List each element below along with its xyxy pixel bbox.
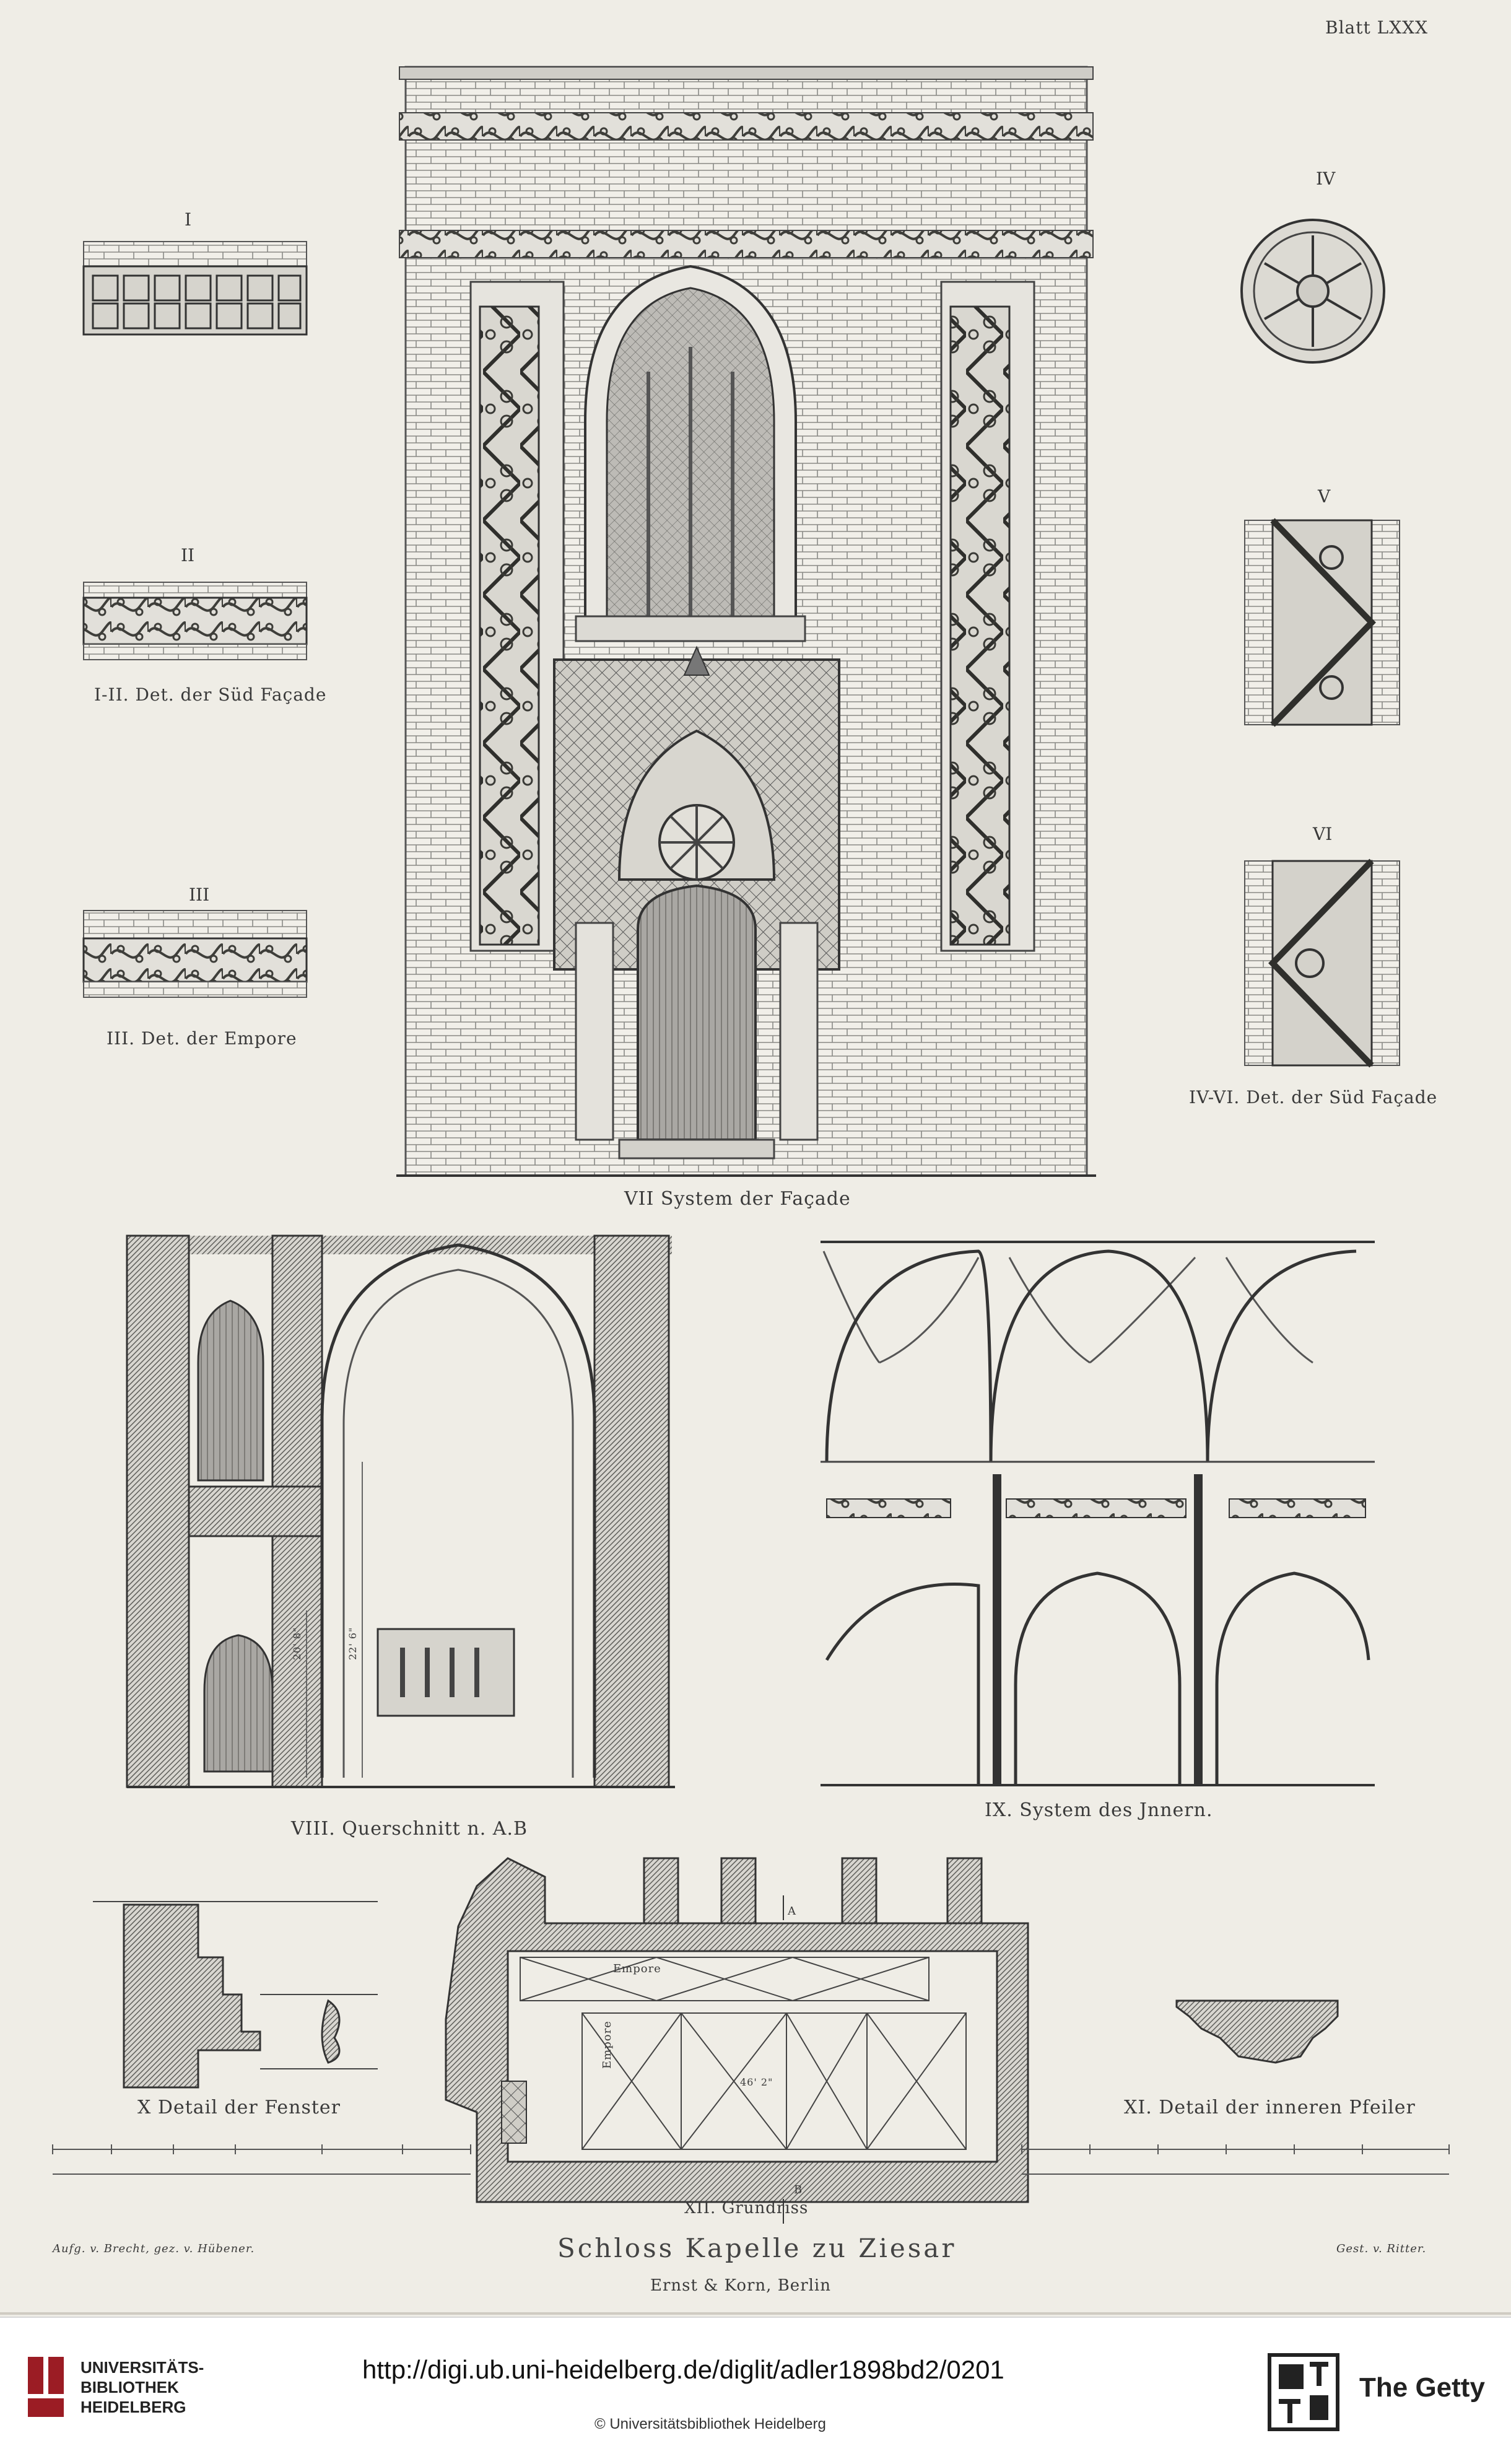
caption-window-detail: X Detail der Fenster <box>137 2097 341 2118</box>
library-logo-line-2: BIBLIOTHEK <box>81 2378 179 2396</box>
label-empore-side: Empore <box>601 2021 614 2069</box>
university-seal-icon <box>25 2354 68 2422</box>
detail-ornaments-left <box>82 241 308 998</box>
window-detail-drawing <box>93 1901 378 2089</box>
pier-detail-drawing <box>1175 1999 1339 2064</box>
label-roman-5: V <box>1318 486 1331 507</box>
caption-details-4-6: IV-VI. Det. der Süd Façade <box>1189 1087 1438 1107</box>
cross-section-drawing <box>126 1234 675 1788</box>
facade-elevation-drawing <box>396 66 1096 1177</box>
section-marker-b: B <box>794 2183 803 2196</box>
credit-surveyor: Aufg. v. Brecht, gez. v. Hübener. <box>53 2242 255 2255</box>
detail-ornaments-right <box>1240 219 1400 1068</box>
interior-system-drawing <box>821 1241 1375 1786</box>
section-marker-a: A <box>788 1905 796 1918</box>
library-logo-line-3: HEIDELBERG <box>81 2398 186 2416</box>
label-empore-top: Empore <box>613 1962 661 1975</box>
ground-plan-drawing <box>445 1857 1029 2224</box>
library-logo-text: UNIVERSITÄTS- BIBLIOTHEK HEIDELBERG <box>81 2357 204 2417</box>
publisher: Ernst & Korn, Berlin <box>650 2276 831 2295</box>
caption-pier-detail: XI. Detail der inneren Pfeiler <box>1124 2097 1416 2118</box>
dimension-section-1: 20' 8" <box>291 1627 303 1660</box>
copyright-note: © Universitätsbibliothek Heidelberg <box>594 2416 826 2432</box>
caption-ground-plan: XII. Grundriss <box>684 2199 809 2217</box>
caption-details-1-2: I-II. Det. der Süd Façade <box>94 684 327 705</box>
architectural-plate <box>0 66 1511 2315</box>
caption-cross-section: VIII. Querschnitt n. A.B <box>291 1818 528 1840</box>
caption-facade-system: VII System der Façade <box>624 1188 851 1210</box>
label-roman-1: I <box>185 209 192 230</box>
caption-detail-3: III. Det. der Empore <box>107 1028 297 1049</box>
dimension-section-2: 22' 6" <box>347 1627 359 1660</box>
plate-number: Blatt LXXX <box>1325 17 1429 38</box>
caption-interior-system: IX. System des Jnnern. <box>985 1799 1213 1821</box>
scale-bars <box>52 2144 1450 2175</box>
label-roman-4: IV <box>1316 168 1336 189</box>
plate-title: Schloss Kapelle zu Ziesar <box>557 2233 957 2263</box>
library-footer: UNIVERSITÄTS- BIBLIOTHEK HEIDELBERG http… <box>0 2317 1511 2464</box>
label-roman-6: VI <box>1313 824 1333 844</box>
label-roman-2: II <box>181 545 195 566</box>
library-logo-line-1: UNIVERSITÄTS- <box>81 2358 204 2377</box>
getty-logo-text: The Getty <box>1359 2372 1485 2403</box>
label-roman-3: III <box>189 885 210 905</box>
getty-logo-icon <box>1266 2352 1341 2432</box>
permalink-url[interactable]: http://digi.ub.uni-heidelberg.de/diglit/… <box>362 2355 1004 2384</box>
dimension-plan-length: 46' 2" <box>740 2076 773 2088</box>
credit-engraver: Gest. v. Ritter. <box>1336 2242 1427 2255</box>
